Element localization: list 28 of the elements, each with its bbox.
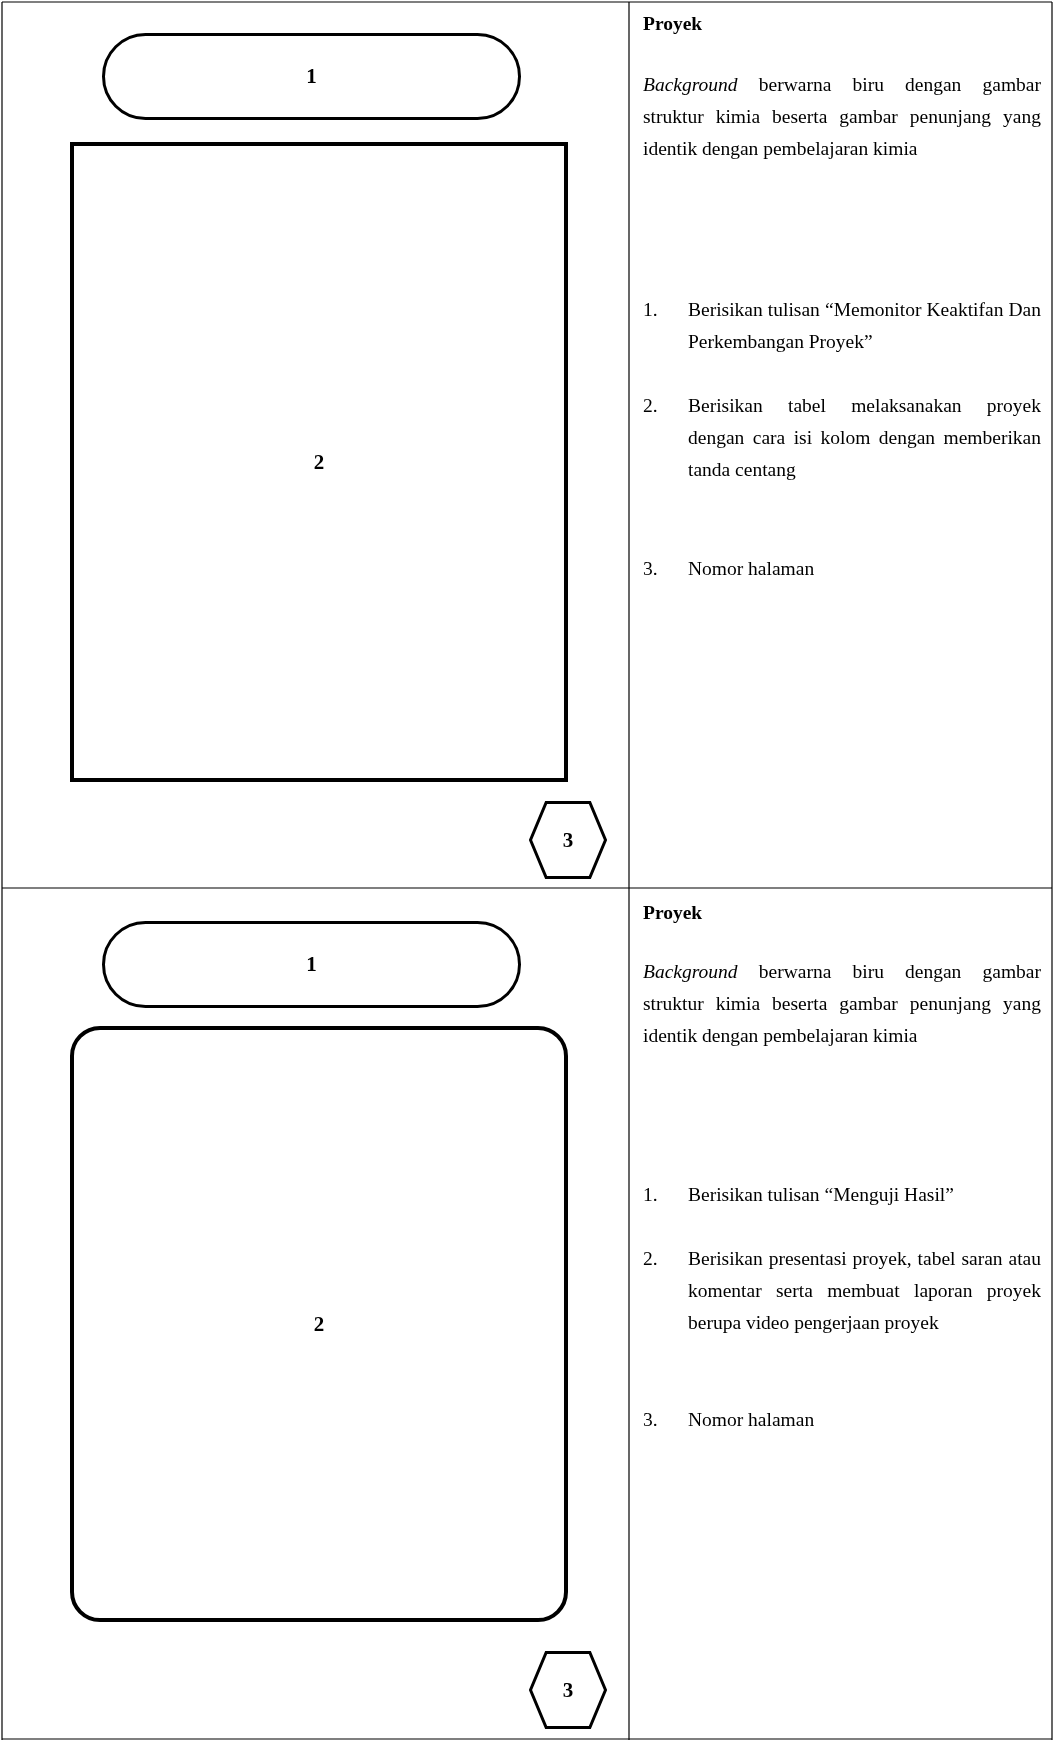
title-number: 1 [306,952,317,977]
list-number: 1. [643,1183,659,1207]
title-bar [102,921,521,1008]
page-number-badge [529,1651,607,1729]
section-heading: Proyek [643,12,704,36]
list-item: Berisikan tulisan “Menguji Hasil” [688,1183,955,1207]
list-number: 1. [643,298,659,322]
content-number: 2 [313,449,325,475]
list-number: 2. [643,1247,659,1271]
section-heading: Proyek [643,901,704,925]
list-item: Berisikan presentasi proyek, tabel saran atau komentar serta membuat laporan proyek berupa video pengerjaan proyek [688,1247,1041,1335]
list-item: Nomor halaman [688,1408,816,1432]
list-number: 2. [643,394,659,418]
list-number: 3. [643,1408,659,1432]
description-text: Background berwarna biru dengan gambar struktur kimia beserta gambar penunjang yang identik dengan pembelajaran kimia [643,960,1041,1048]
page-number: 3 [562,827,574,853]
list-item: Berisikan tabel melaksanakan proyek dengan cara isi kolom dengan memberikan tanda centang [688,394,1041,482]
page-number-badge [529,801,607,879]
title-number: 1 [306,64,317,89]
content-frame [70,142,568,782]
list-number: 3. [643,557,659,581]
description-text: Background berwarna biru dengan gambar struktur kimia beserta gambar penunjang yang identik dengan pembelajaran kimia [643,73,1041,161]
page-number: 3 [562,1677,574,1703]
content-number: 2 [313,1311,325,1337]
list-item: Berisikan tulisan “Memonitor Keaktifan Dan Perkembangan Proyek” [688,298,1041,354]
title-bar [102,33,521,120]
list-item: Nomor halaman [688,557,816,581]
content-frame [70,1026,568,1622]
